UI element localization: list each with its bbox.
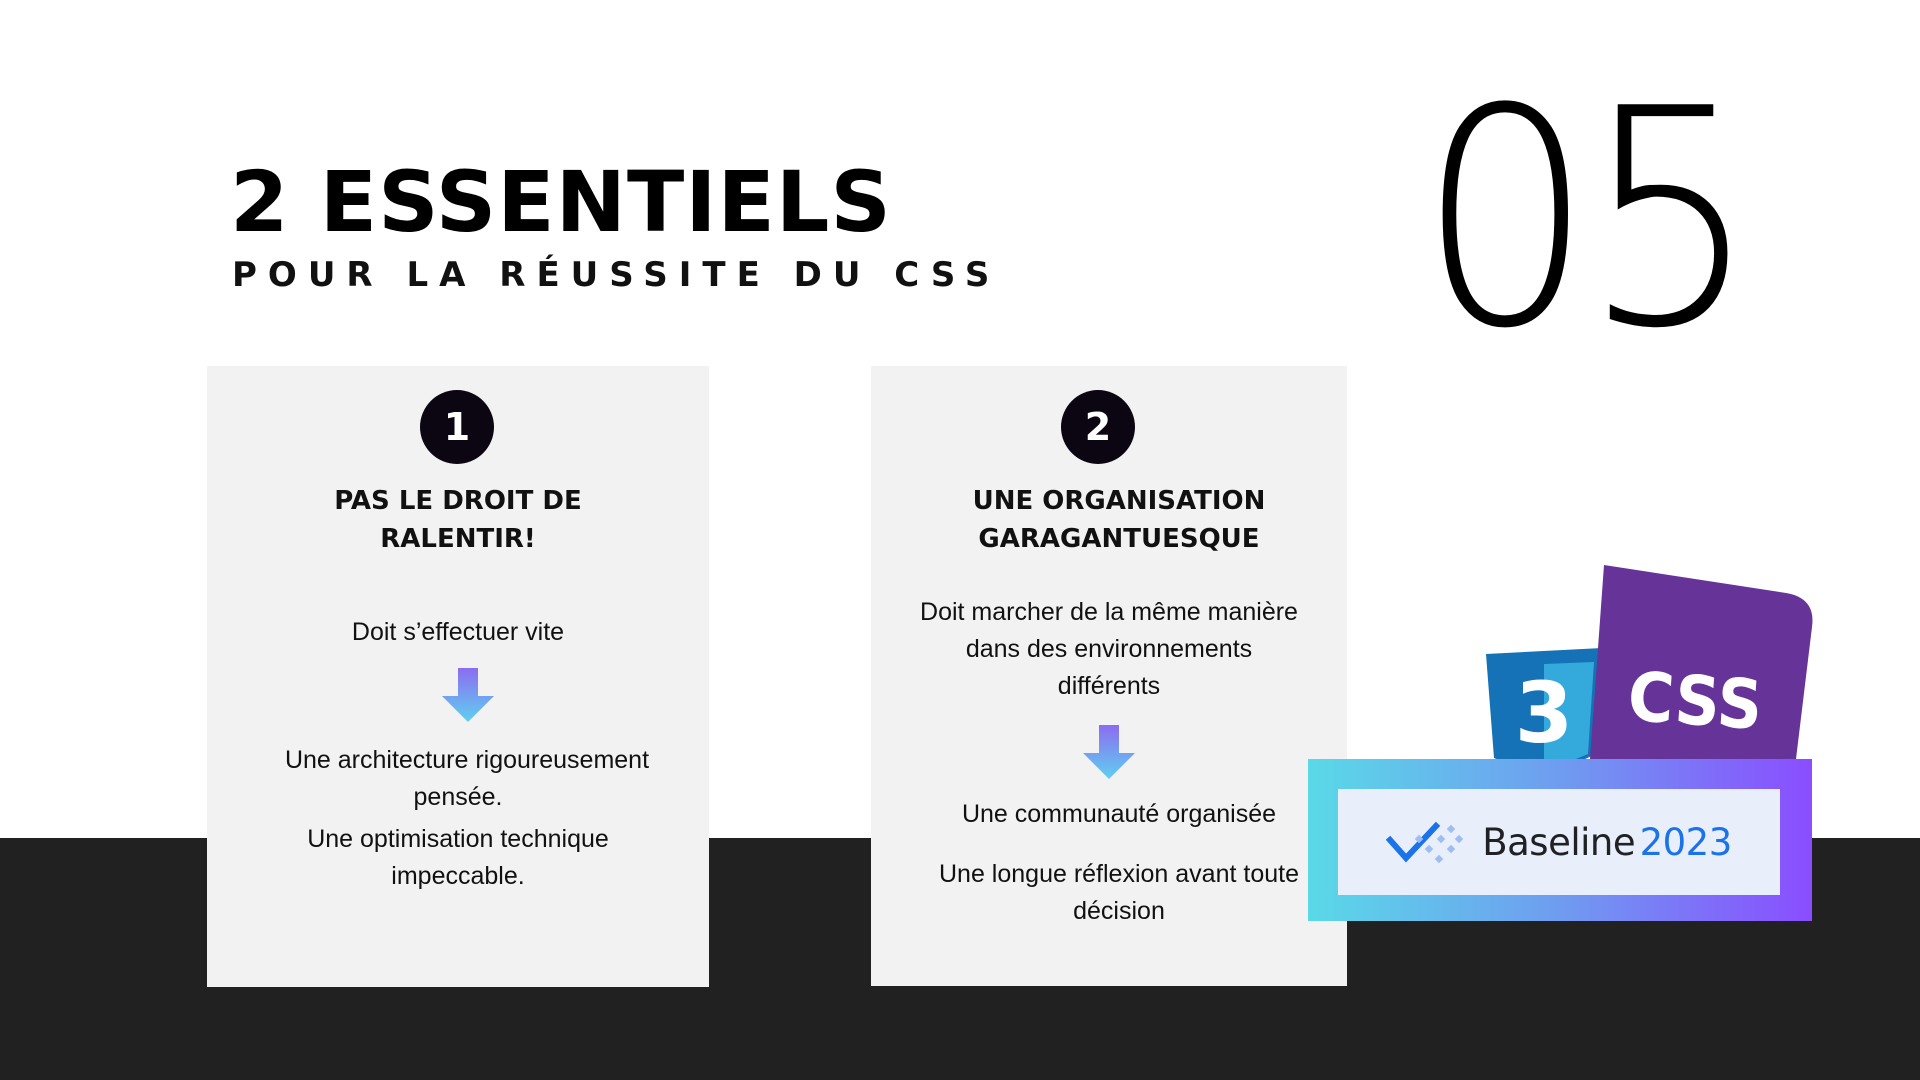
card-lead-line3: différents bbox=[1057, 672, 1161, 700]
baseline-badge-inner: Baseline 2023 bbox=[1338, 789, 1780, 895]
arrow-down-icon bbox=[1083, 725, 1135, 779]
section-number: 05 bbox=[1418, 45, 1758, 394]
card-point-1-line2: pensée. bbox=[413, 783, 503, 811]
card-point-2-line1: Une longue réflexion avant toute bbox=[939, 860, 1299, 888]
card-point-1-line1: Une architecture rigoureusement bbox=[284, 746, 650, 774]
css3-logo-text: 3 bbox=[1515, 664, 1573, 762]
step-badge-1: 1 bbox=[420, 390, 494, 464]
card-point-2-line2: décision bbox=[1073, 897, 1165, 925]
css-purple-logo-text: CSS bbox=[1625, 657, 1765, 745]
card-title-line1: PAS LE DROIT DE bbox=[334, 486, 582, 516]
css3-logo-icon: 3 bbox=[1486, 648, 1602, 776]
card-title-line1: UNE ORGANISATION bbox=[972, 486, 1266, 516]
card-point-2-line1: Une optimisation technique bbox=[307, 825, 609, 853]
css-purple-logo-icon: CSS bbox=[1590, 565, 1813, 759]
arrow-down-icon bbox=[442, 668, 494, 722]
step-badge-2: 2 bbox=[1061, 390, 1135, 464]
page-subtitle: POUR LA RÉUSSITE DU CSS bbox=[232, 255, 1001, 295]
card-title-line2: RALENTIR! bbox=[380, 524, 536, 554]
baseline-label: Baseline bbox=[1482, 820, 1636, 864]
page-title: 2 ESSENTIELS bbox=[230, 153, 892, 251]
card-lead-line2: dans des environnements bbox=[965, 635, 1253, 663]
essential-card-2: 2 UNE ORGANISATION GARAGANTUESQUE Doit m… bbox=[871, 366, 1347, 986]
card-title-line2: GARAGANTUESQUE bbox=[978, 524, 1260, 554]
card-point-1: Une communauté organisée bbox=[961, 800, 1277, 828]
baseline-check-icon bbox=[1386, 821, 1464, 864]
essential-card-1: 1 PAS LE DROIT DE RALENTIR! Doit s’effec… bbox=[207, 366, 709, 987]
card-lead-line1: Doit marcher de la même manière bbox=[920, 598, 1298, 626]
card-point-2-line2: impeccable. bbox=[391, 862, 525, 890]
card-lead: Doit s’effectuer vite bbox=[351, 618, 565, 646]
baseline-year: 2023 bbox=[1639, 820, 1733, 864]
baseline-badge: Baseline 2023 bbox=[1308, 759, 1812, 921]
